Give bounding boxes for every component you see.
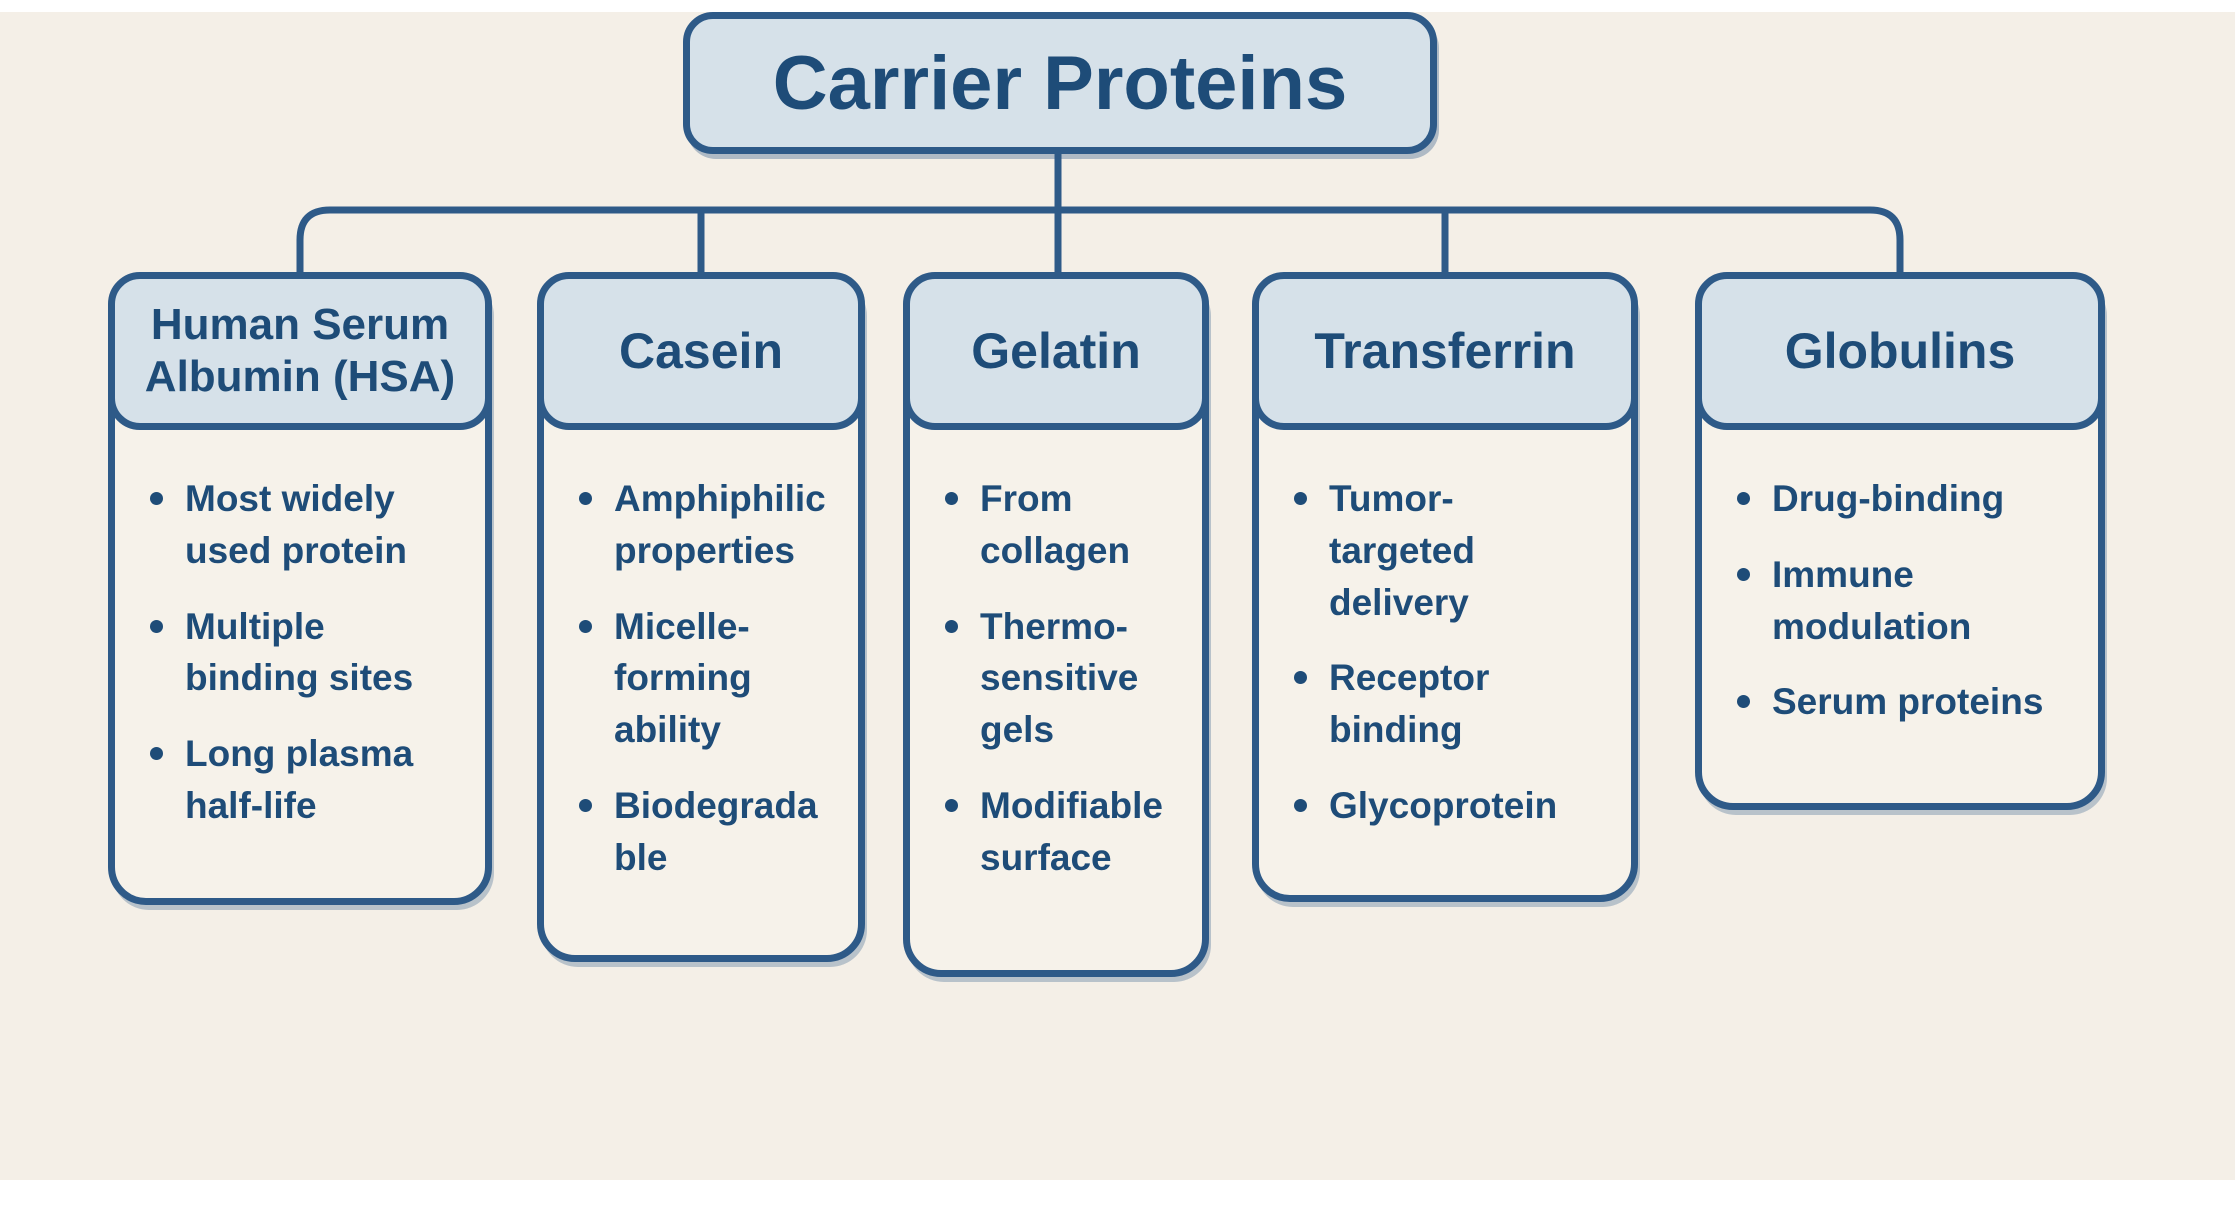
branch-node-header: Transferrin [1252, 272, 1638, 430]
bullet-item: Glycoprotein [1294, 780, 1611, 832]
connector-horizontal-bar [296, 206, 1904, 276]
bullet-item: Modifiable surface [945, 780, 1182, 884]
branch-node-title: Transferrin [1314, 322, 1576, 379]
bullet-text: Modifiable surface [980, 784, 1163, 878]
branch-node-title: Gelatin [971, 322, 1141, 379]
bullet-item: Amphiphilic properties [579, 473, 838, 577]
branch-node-header: Casein [537, 272, 865, 430]
bullet-item: Drug-binding [1737, 473, 2078, 525]
branch-node-title: Globulins [1784, 322, 2016, 379]
bullet-item: From collagen [945, 473, 1182, 577]
bullet-dot-icon [1294, 492, 1307, 505]
bullet-dot-icon [945, 798, 958, 812]
bullet-item: Serum proteins [1737, 676, 2078, 728]
bullet-text: Micelle-forming ability [614, 605, 752, 751]
branch-node-title: Human Serum Albumin (HSA) [144, 300, 456, 401]
bullet-text: Most widely used protein [185, 478, 408, 571]
bullet-dot-icon [1737, 492, 1750, 505]
bullet-item: Thermo-sensitive gels [945, 601, 1182, 756]
bullet-item: Most widely used protein [150, 473, 465, 577]
bullet-dot-icon [1294, 671, 1307, 685]
bullet-item: Long plasma half-life [150, 728, 465, 832]
bullet-item: Biodegradable [579, 780, 838, 884]
bullet-text: Thermo-sensitive gels [980, 605, 1139, 751]
bullet-dot-icon [945, 492, 958, 505]
bullet-dot-icon [1294, 798, 1307, 812]
bullet-text: Tumor-targeted delivery [1329, 478, 1475, 623]
branch-node-header: Globulins [1695, 272, 2105, 430]
bullet-item: Tumor-targeted delivery [1294, 473, 1611, 628]
bullet-item: Multiple binding sites [150, 601, 465, 705]
bullet-dot-icon [150, 492, 163, 505]
bottom-margin-band [0, 1180, 2235, 1206]
branch-node-1: Human Serum Albumin (HSA) Most widely use… [108, 272, 492, 905]
bullet-dot-icon [579, 619, 592, 633]
branch-node-header: Gelatin [903, 272, 1209, 430]
bullet-text: Amphiphilic properties [614, 478, 826, 571]
bullet-dot-icon [579, 492, 592, 505]
root-node-carrier-proteins: Carrier Proteins [683, 12, 1437, 154]
bullet-text: Long plasma half-life [185, 733, 414, 826]
bullet-text: Multiple binding sites [185, 605, 414, 699]
bullet-item: Immune modulation [1737, 549, 2078, 653]
bullet-dot-icon [150, 747, 163, 761]
top-margin-band [0, 0, 2235, 12]
bullet-text: Immune modulation [1772, 553, 1972, 647]
root-node-label: Carrier Proteins [772, 40, 1348, 126]
bullet-dot-icon [1737, 567, 1750, 581]
branch-node-header: Human Serum Albumin (HSA) [108, 272, 492, 430]
bullet-dot-icon [945, 619, 958, 633]
bullet-item: Micelle-forming ability [579, 601, 838, 756]
bullet-text: Glycoprotein [1329, 784, 1558, 826]
bullet-text: Receptor binding [1329, 657, 1490, 751]
bullet-dot-icon [1737, 695, 1750, 709]
bullet-text: Serum proteins [1772, 681, 2044, 723]
branch-node-title: Casein [619, 322, 783, 379]
bullet-text: Biodegradable [614, 784, 818, 878]
bullet-dot-icon [150, 619, 163, 633]
bullet-text: Drug-binding [1772, 478, 2005, 519]
bullet-text: From collagen [980, 478, 1131, 571]
bullet-item: Receptor binding [1294, 652, 1611, 756]
bullet-dot-icon [579, 798, 592, 812]
